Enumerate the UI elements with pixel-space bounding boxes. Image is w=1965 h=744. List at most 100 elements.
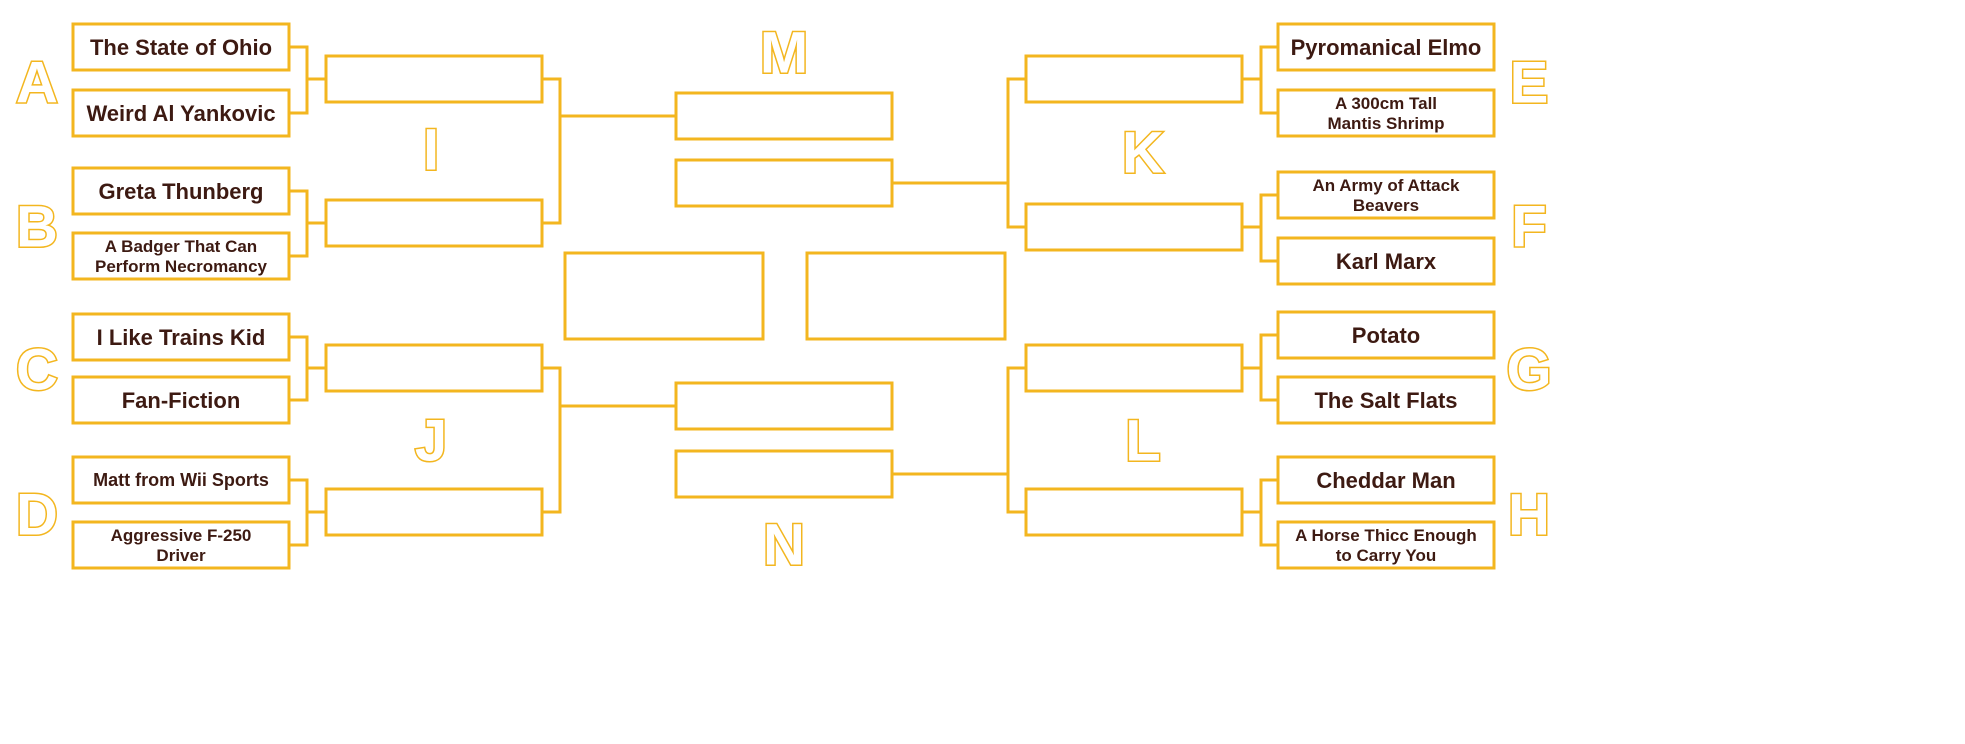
connector-h [1259,478,1278,547]
entry-g-2-border [1276,375,1496,425]
entry-b-1-label: Greta Thunberg [98,179,263,204]
slot-semifinal-4[interactable] [674,449,894,499]
connector-b [289,189,309,258]
slot-semifinal-1-border [674,91,894,141]
entry-c-1-label: I Like Trains Kid [97,325,266,350]
slot-round2-right-3-border [1024,343,1244,393]
bracket-connector-lines [289,45,1278,547]
entry-a-1[interactable]: The State of Ohio [71,22,291,72]
entry-b-1[interactable]: Greta Thunberg [71,166,291,216]
slot-round2-left-2[interactable] [324,198,544,248]
slot-round2-right-1-border [1024,54,1244,104]
slot-round2-left-4[interactable] [324,487,544,537]
connector-j [542,366,562,514]
entry-g-2-label: The Salt Flats [1314,388,1457,413]
entry-d-2-border [71,520,291,570]
entry-g-1[interactable]: Potato [1276,310,1496,360]
entry-b-2-border [71,231,291,281]
slot-semifinal-3-border [674,381,894,431]
slot-semifinal-3[interactable] [674,381,894,431]
entry-h-1-label: Cheddar Man [1316,468,1455,493]
round-letter-k: K [1122,121,1164,186]
entry-g-1-border [1276,310,1496,360]
connector-g [1259,333,1278,402]
slot-final-right[interactable] [805,251,1007,341]
entry-h-1-border [1276,455,1496,505]
round-letter-j: J [415,409,447,474]
round-letter-i: I [423,118,439,183]
connector-c [289,335,309,402]
entry-f-2-border [1276,236,1496,286]
connector-a [289,45,309,115]
slot-round2-right-1[interactable] [1024,54,1244,104]
group-letter-b: B [16,195,58,260]
entry-g-2[interactable]: The Salt Flats [1276,375,1496,425]
group-letter-g: G [1506,338,1551,403]
group-letter-a: A [16,51,58,116]
connector-e [1259,45,1278,115]
slot-semifinal-2-border [674,158,894,208]
entry-h-2-border [1276,520,1496,570]
group-letter-f: F [1511,195,1546,260]
slot-round2-left-1[interactable] [324,54,544,104]
slot-round2-left-3-border [324,343,544,393]
round-letter-l: L [1125,409,1160,474]
slot-round2-left-4-border [324,487,544,537]
slot-round2-right-2-border [1024,202,1244,252]
connector-i [542,77,562,225]
slot-semifinal-1[interactable] [674,91,894,141]
group-letter-e: E [1510,51,1549,116]
entry-c-1-border [71,312,291,362]
entry-h-1[interactable]: Cheddar Man [1276,455,1496,505]
entry-d-1[interactable]: Matt from Wii Sports [71,455,291,505]
slot-round2-left-3[interactable] [324,343,544,393]
group-letter-c: C [16,338,58,403]
entry-f-1-border [1276,170,1496,220]
slot-final-right-border [805,251,1007,341]
entry-c-1[interactable]: I Like Trains Kid [71,312,291,362]
slot-final-left-border [563,251,765,341]
slot-round2-right-4[interactable] [1024,487,1244,537]
slot-round2-right-4-border [1024,487,1244,537]
connector-k [1006,77,1026,229]
entry-e-1[interactable]: Pyromanical Elmo [1276,22,1496,72]
entry-c-2-label: Fan-Fiction [122,388,241,413]
entry-e-1-label: Pyromanical Elmo [1291,35,1482,60]
entry-c-2[interactable]: Fan-Fiction [71,375,291,425]
slot-round2-left-2-border [324,198,544,248]
connector-d [289,478,309,547]
group-letter-d: D [16,483,58,548]
entry-c-2-border [71,375,291,425]
connector-l [1006,366,1026,514]
entry-a-1-label: The State of Ohio [90,35,272,60]
entry-a-1-border [71,22,291,72]
slot-round2-left-1-border [324,54,544,104]
entry-d-1-border [71,455,291,505]
slot-round2-right-3[interactable] [1024,343,1244,393]
entry-e-2-border [1276,88,1496,138]
entry-b-1-border [71,166,291,216]
slot-semifinal-4-border [674,449,894,499]
entry-d-1-label: Matt from Wii Sports [93,470,269,490]
entry-a-2-label: Weird Al Yankovic [86,101,275,126]
entry-e-1-border [1276,22,1496,72]
round-letter-m: M [760,21,808,86]
slot-semifinal-2[interactable] [674,158,894,208]
slot-round2-right-2[interactable] [1024,202,1244,252]
connector-f [1259,193,1278,263]
entry-f-2[interactable]: Karl Marx [1276,236,1496,286]
entry-f-2-label: Karl Marx [1336,249,1437,274]
slot-final-left[interactable] [563,251,765,341]
entry-a-2[interactable]: Weird Al Yankovic [71,88,291,138]
